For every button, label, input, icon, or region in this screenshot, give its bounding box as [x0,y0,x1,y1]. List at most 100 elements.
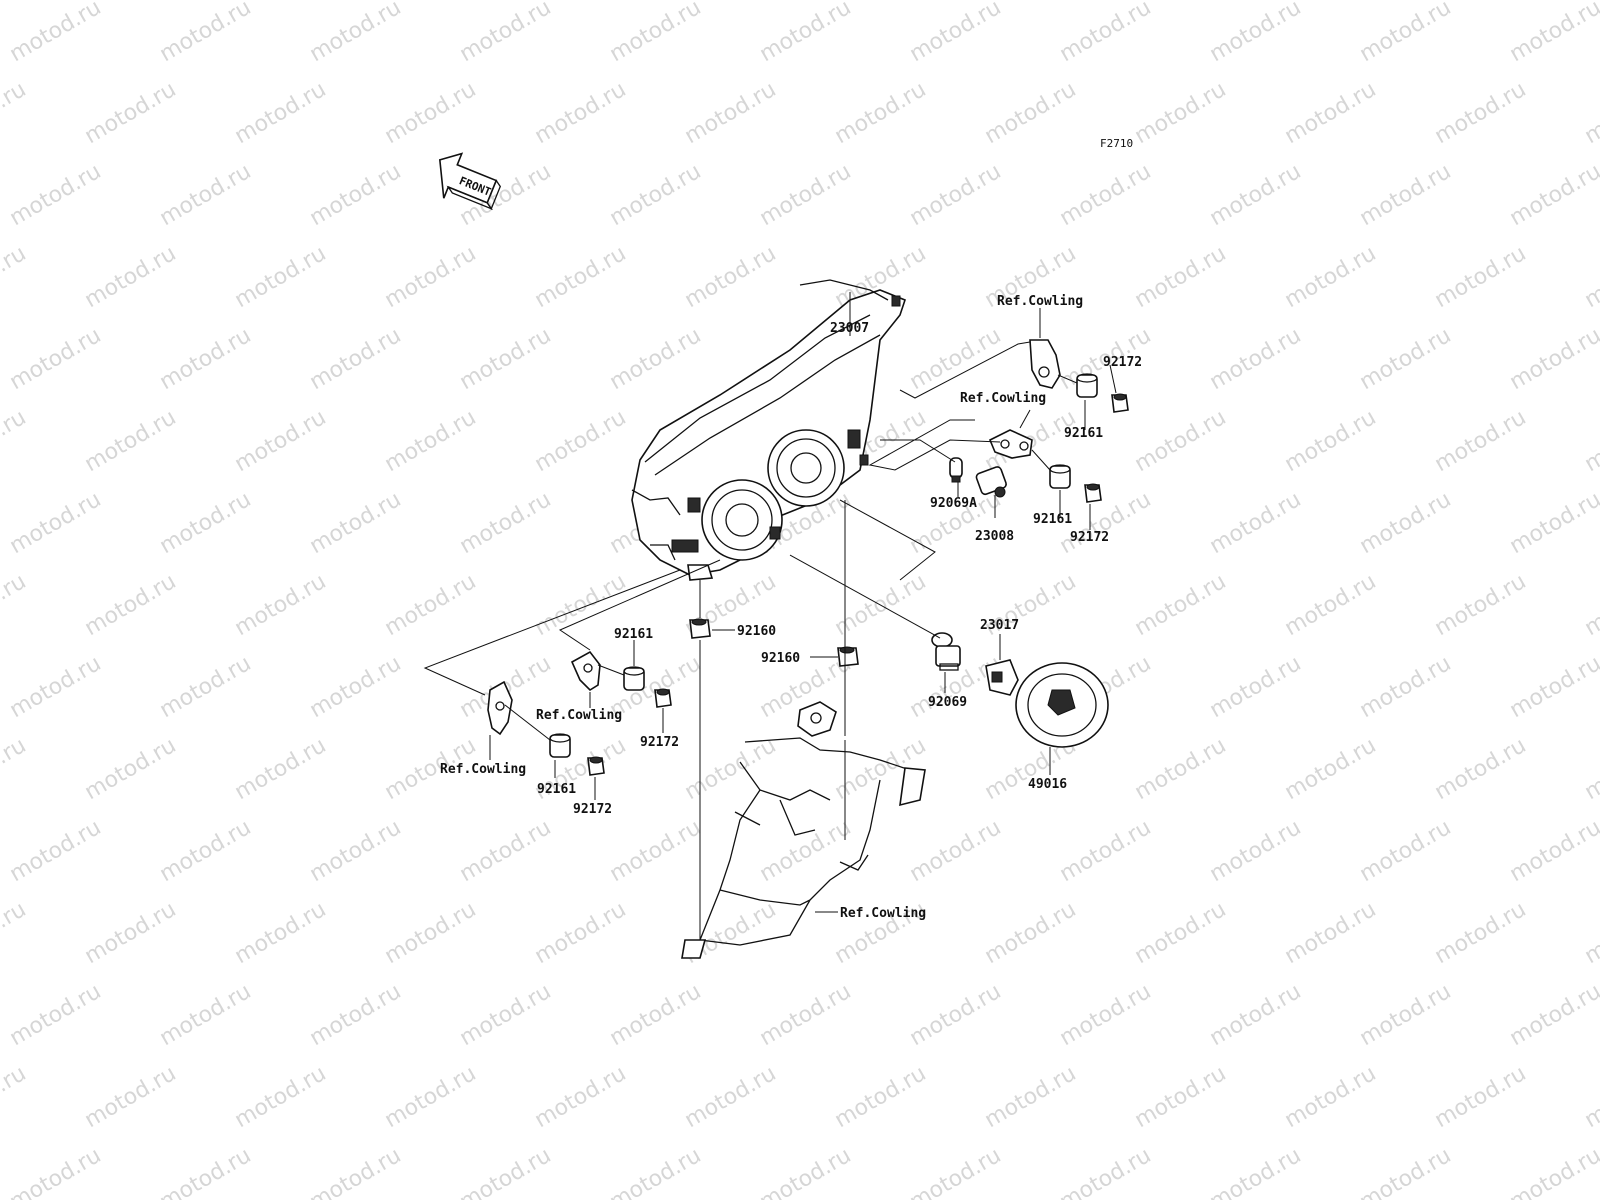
watermark-text: motod.ru [1056,159,1156,231]
watermark-text: motod.ru [1356,651,1456,723]
watermark-text: motod.ru [81,569,181,641]
watermark-text: motod.ru [1131,733,1231,805]
watermark-text: motod.ru [1431,897,1531,969]
watermark-text: motod.ru [6,0,106,67]
grommet-92161-b [1049,464,1071,489]
watermark-text: motod.ru [1506,323,1600,395]
cowling-bracket-mid-right [988,429,1033,459]
watermark-text: motod.ru [1056,979,1156,1051]
watermark-text: motod.ru [81,77,181,149]
callout-92172-c: 92172 [640,735,679,750]
watermark-text: motod.ru [1506,487,1600,559]
watermark-text: motod.ru [381,1061,481,1133]
watermark-text: motod.ru [1431,733,1531,805]
watermark-text: motod.ru [981,897,1081,969]
watermark-text: motod.ru [1506,815,1600,887]
watermark-text: motod.ru [381,241,481,313]
callout-92161-b: 92161 [1033,512,1072,527]
watermark-text: motod.ru [381,405,481,477]
watermark-text: motod.ru [981,77,1081,149]
callout-23017: 23017 [980,618,1019,633]
callout-92069a: 92069A [930,496,977,511]
watermark-text: motod.ru [1206,815,1306,887]
callout-92160-a: 92160 [737,624,776,639]
watermark-text: motod.ru [606,0,706,67]
watermark-text: motod.ru [531,897,631,969]
callout-ref-cowling-mid: Ref.Cowling [960,391,1046,406]
watermark-text: motod.ru [1581,897,1600,969]
watermark-text: motod.ru [1356,159,1456,231]
watermark-text: motod.ru [231,241,331,313]
watermark-text: motod.ru [1356,979,1456,1051]
watermark-text: motod.ru [6,1143,106,1200]
watermark-text: motod.ru [1206,651,1306,723]
watermark-text: motod.ru [906,1143,1006,1200]
watermark-text: motod.ru [306,487,406,559]
watermark-text: motod.ru [1581,569,1600,641]
watermark-text: motod.ru [531,77,631,149]
watermark-text: motod.ru [81,405,181,477]
grommet-92161-d [549,733,571,758]
watermark-text: motod.ru [906,159,1006,231]
watermark-text: motod.ru [606,323,706,395]
watermark-text: motod.ru [1581,241,1600,313]
watermark-text: motod.ru [231,1061,331,1133]
watermark-text: motod.ru [156,651,256,723]
watermark-text: motod.ru [0,569,30,641]
watermark-text: motod.ru [6,815,106,887]
dust-cover-49016 [1015,662,1109,748]
watermark-text: motod.ru [681,733,781,805]
watermark-text: motod.ru [1281,405,1381,477]
watermark-text: motod.ru [156,1143,256,1200]
watermark-text: motod.ru [1356,1143,1456,1200]
watermark-text: motod.ru [1281,241,1381,313]
nut-92172-a [1111,393,1129,413]
watermark-text: motod.ru [456,487,556,559]
watermark-text: motod.ru [156,815,256,887]
callout-92160-b: 92160 [761,651,800,666]
watermark-text: motod.ru [1131,405,1231,477]
watermark-text: motod.ru [1131,241,1231,313]
watermark-text: motod.ru [1056,1143,1156,1200]
watermark-text: motod.ru [306,159,406,231]
watermark-text: motod.ru [306,323,406,395]
watermark-text: motod.ru [456,323,556,395]
watermark-text: motod.ru [1506,0,1600,67]
watermark-text: motod.ru [1506,651,1600,723]
callout-92172-d: 92172 [573,802,612,817]
watermark-text: motod.ru [681,1061,781,1133]
diagram-code: F2710 [1100,137,1133,150]
watermark-text: motod.ru [456,1143,556,1200]
watermark-text: motod.ru [756,979,856,1051]
bulb-92069 [931,632,961,671]
bulb-92069a [949,457,963,483]
watermark-text: motod.ru [231,569,331,641]
headlight-assembly [631,279,906,581]
watermark-text: motod.ru [1056,0,1156,67]
watermark-text: motod.ru [1431,1061,1531,1133]
watermark-text: motod.ru [1206,1143,1306,1200]
watermark-text: motod.ru [306,815,406,887]
watermark-text: motod.ru [231,77,331,149]
watermark-text: motod.ru [1356,815,1456,887]
grommet-92160-a [689,618,711,639]
callout-92172-a: 92172 [1103,355,1142,370]
watermark-text: motod.ru [1506,979,1600,1051]
callout-ref-cowling-left-mid: Ref.Cowling [536,708,622,723]
callout-49016: 49016 [1028,777,1067,792]
watermark-text: motod.ru [1356,323,1456,395]
watermark-text: motod.ru [0,241,30,313]
watermark-text: motod.ru [831,1061,931,1133]
watermark-text: motod.ru [1281,569,1381,641]
callout-92161-a: 92161 [1064,426,1103,441]
watermark-text: motod.ru [756,159,856,231]
watermark-text: motod.ru [531,1061,631,1133]
watermark-text: motod.ru [1131,569,1231,641]
socket-23017 [985,659,1019,696]
callout-92172-b: 92172 [1070,530,1109,545]
watermark-text: motod.ru [306,0,406,67]
watermark-text: motod.ru [0,1061,30,1133]
watermark-text: motod.ru [306,1143,406,1200]
